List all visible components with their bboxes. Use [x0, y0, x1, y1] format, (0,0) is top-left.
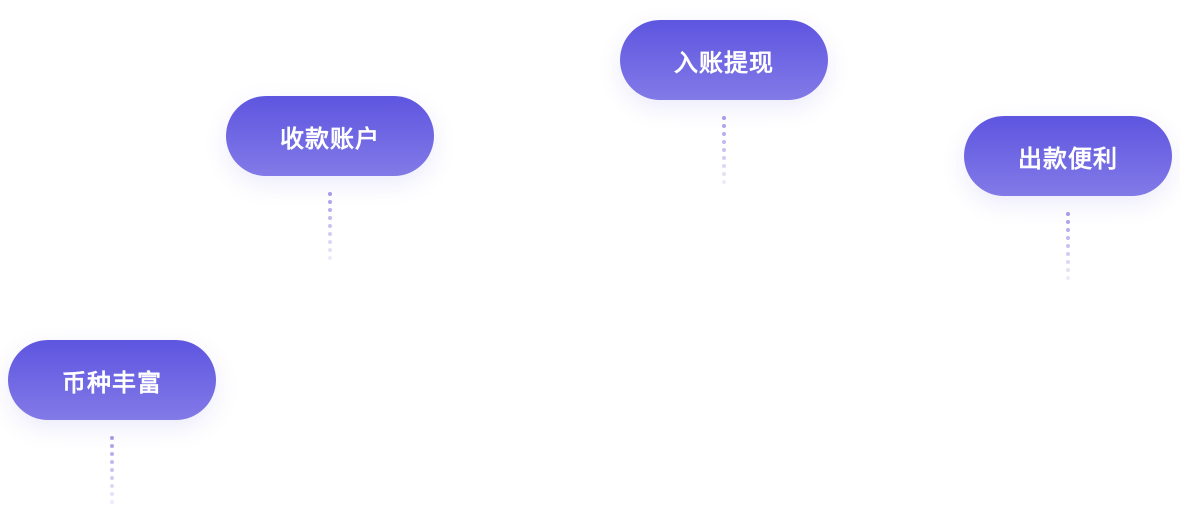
connector-dot — [328, 224, 332, 228]
feature-receiving-account: 收款账户 — [226, 96, 434, 260]
feature-pill[interactable]: 出款便利 — [964, 116, 1172, 196]
connector-dot — [1066, 236, 1070, 240]
connector-dot — [722, 164, 726, 168]
connector-dot — [722, 156, 726, 160]
connector-dot — [110, 500, 114, 504]
connector-dot — [328, 240, 332, 244]
connector-dot — [328, 192, 332, 196]
connector-dot — [328, 232, 332, 236]
connector-dot — [1066, 276, 1070, 280]
connector-dot — [110, 436, 114, 440]
connector-dot — [110, 484, 114, 488]
feature-pill[interactable]: 收款账户 — [226, 96, 434, 176]
feature-deposit-withdraw: 入账提现 — [620, 20, 828, 184]
connector-dot — [722, 180, 726, 184]
connector-dot — [110, 444, 114, 448]
dotted-connector — [1066, 212, 1070, 284]
connector-dot — [110, 452, 114, 456]
connector-dot — [1066, 268, 1070, 272]
connector-dot — [722, 132, 726, 136]
connector-dot — [1066, 220, 1070, 224]
dotted-connector — [722, 116, 726, 188]
connector-dot — [722, 172, 726, 176]
feature-pill[interactable]: 入账提现 — [620, 20, 828, 100]
connector-dot — [110, 492, 114, 496]
connector-dot — [1066, 244, 1070, 248]
connector-dot — [110, 460, 114, 464]
feature-convenient-payout: 出款便利 — [964, 116, 1172, 280]
connector-dot — [1066, 228, 1070, 232]
connector-dot — [1066, 212, 1070, 216]
dotted-connector — [328, 192, 332, 264]
connector-dot — [1066, 260, 1070, 264]
feature-pill[interactable]: 币种丰富 — [8, 340, 216, 420]
connector-dot — [328, 200, 332, 204]
connector-dot — [110, 468, 114, 472]
feature-rich-currencies: 币种丰富 — [8, 340, 216, 504]
connector-dot — [328, 208, 332, 212]
dotted-connector — [110, 436, 114, 508]
connector-dot — [722, 140, 726, 144]
connector-dot — [328, 216, 332, 220]
connector-dot — [722, 116, 726, 120]
connector-dot — [110, 476, 114, 480]
connector-dot — [328, 256, 332, 260]
connector-dot — [1066, 252, 1070, 256]
connector-dot — [328, 248, 332, 252]
connector-dot — [722, 124, 726, 128]
connector-dot — [722, 148, 726, 152]
